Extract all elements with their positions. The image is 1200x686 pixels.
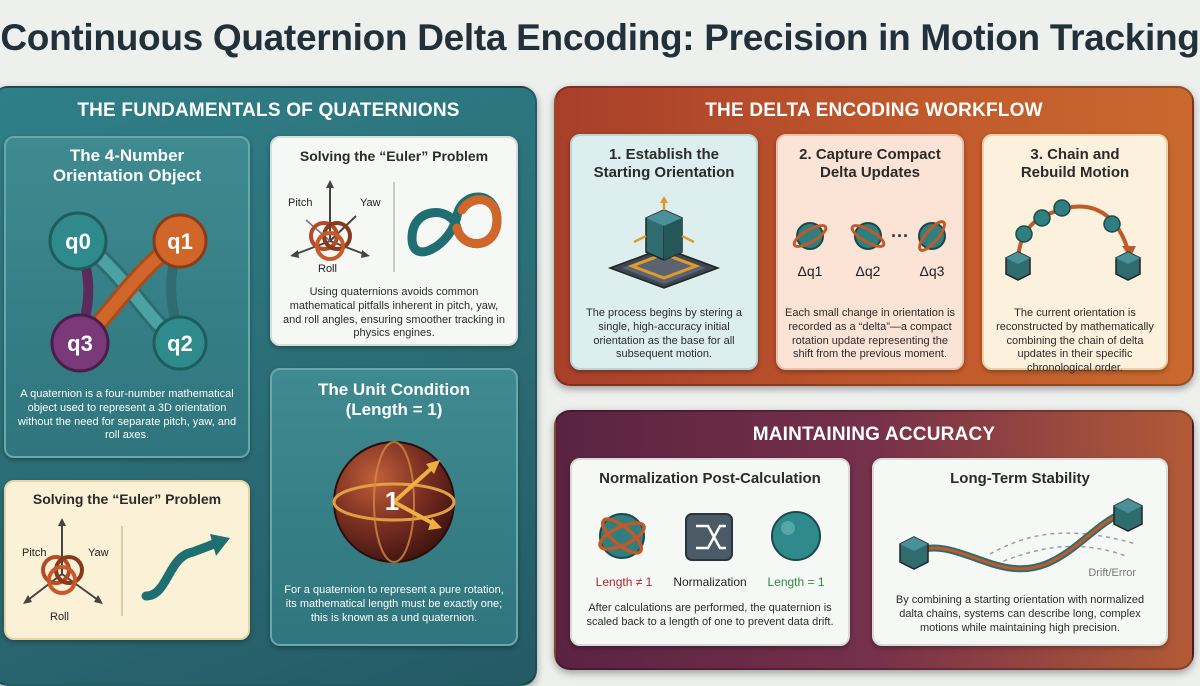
- step-2-title-line2: Delta Updates: [819, 164, 921, 181]
- infinity-loop-icon: [407, 192, 502, 257]
- rpy-axes-icon: Pitch Yaw Roll: [288, 180, 381, 275]
- stability-body: By combining a starting orientation with…: [895, 594, 1145, 634]
- q1-node: [152, 213, 208, 269]
- workflow-heading: THE DELTA ENCODING WORKFLOW: [705, 100, 1043, 121]
- length-one-label: Length = 1: [767, 575, 824, 589]
- stability-diagram: Drift/Error: [899, 498, 1143, 579]
- page-title: Continuous Quaternion Delta Encoding: Pr…: [0, 17, 1200, 58]
- euler-bottom-card: [4, 480, 250, 640]
- four-number-title-line1: The 4-Number: [69, 146, 185, 165]
- normalization-shuffle-icon: [685, 513, 733, 561]
- rpy-axes-icon-bottom: Pitch Yaw Roll: [22, 518, 109, 623]
- normalization-title: Normalization Post-Calculation: [599, 470, 821, 487]
- smooth-curve-arrow-icon: [141, 534, 230, 601]
- q1-label: q1: [167, 229, 193, 254]
- drift-error-label: Drift/Error: [1088, 567, 1136, 579]
- four-number-title-line2: Orientation Object: [52, 166, 202, 186]
- unit-length-label: 1: [385, 486, 399, 516]
- step-1-body: The process begins by stering a single, …: [586, 307, 742, 361]
- step-2-title-line1: 2. Capture Compact: [799, 146, 941, 163]
- pitch-label-bottom: Pitch: [22, 547, 46, 559]
- stability-title: Long-Term Stability: [950, 470, 1090, 487]
- step-3-card: [982, 134, 1168, 370]
- normalization-body: After calculations are performed, the qu…: [586, 602, 834, 628]
- step-1-title-line1: 1. Establish the: [608, 146, 720, 163]
- yaw-label: Yaw: [360, 197, 381, 209]
- step-1-title: 1. Establish the Starting Orientation: [570, 146, 758, 182]
- q2-label: q2: [167, 331, 193, 356]
- delta-q1-label: Δq1: [798, 263, 823, 279]
- normalization-label: Normalization: [673, 575, 746, 589]
- chain-rebuild-diagram: [1005, 199, 1141, 281]
- delta-orb-1-icon: [792, 222, 828, 250]
- delta-orb-3-icon: [918, 220, 946, 252]
- normalization-diagram: Length ≠ 1 Normalization Length = 1: [596, 511, 825, 589]
- length-not-one-label: Length ≠ 1: [596, 575, 653, 589]
- delta-updates-diagram: ··· Δq1 Δq2 Δq3: [792, 220, 946, 279]
- step-3-title-line2: Rebuild Motion: [1020, 164, 1130, 181]
- four-number-title: The 4-Number Orientation Object: [4, 146, 250, 187]
- four-number-body: A quaternion is a four-number mathematic…: [17, 388, 237, 442]
- step-2-title: 2. Capture Compact Delta Updates: [776, 146, 964, 182]
- euler-bottom-diagram: Pitch Yaw Roll: [22, 518, 230, 623]
- step-2-card: [776, 134, 964, 370]
- base-cube-icon: [607, 196, 721, 289]
- step-1-title-line2: Starting Orientation: [593, 164, 735, 181]
- roll-label-bottom: Roll: [50, 611, 69, 623]
- q0-label: q0: [65, 229, 91, 254]
- stability-cube-end-icon: [1113, 498, 1143, 532]
- normalized-orb-icon: [771, 511, 821, 561]
- unit-title-line1: The Unit Condition: [317, 380, 471, 399]
- yaw-label-bottom: Yaw: [88, 547, 109, 559]
- step-3-body: The current orientation is reconstructed…: [996, 307, 1154, 374]
- step-3-title-line1: 3. Chain and: [1030, 146, 1120, 163]
- unnormalized-orb-icon: [598, 513, 646, 559]
- unit-title: The Unit Condition (Length = 1): [270, 380, 518, 421]
- step-3-title: 3. Chain and Rebuild Motion: [982, 146, 1168, 182]
- euler-top-body: Using quaternions avoids common mathemat…: [283, 286, 505, 340]
- step-2-body: Each small change in orientation is reco…: [785, 307, 955, 361]
- delta-ellipsis: ···: [891, 226, 909, 246]
- euler-top-title: Solving the “Euler” Problem: [299, 148, 489, 164]
- pitch-label: Pitch: [288, 197, 312, 209]
- roll-label: Roll: [318, 263, 337, 275]
- stability-cube-start-icon: [899, 536, 929, 570]
- unit-title-line2: (Length = 1): [345, 400, 443, 420]
- q3-node: [50, 313, 110, 373]
- delta-orb-2-icon: [850, 222, 886, 250]
- q0-node: [48, 211, 108, 271]
- q2-node: [152, 315, 208, 371]
- euler-bottom-title: Solving the “Euler” Problem: [32, 491, 222, 507]
- euler-top-diagram: Pitch Yaw Roll: [288, 180, 502, 275]
- unit-body: For a quaternion to represent a pure rot…: [284, 584, 504, 624]
- unit-sphere-icon: 1: [332, 441, 456, 563]
- chain-cube-start-icon: [1005, 251, 1031, 281]
- quaternion-knot-icon: q0 q1 q2 q3: [48, 211, 208, 373]
- q3-label: q3: [67, 331, 93, 356]
- fundamentals-heading: THE FUNDAMENTALS OF QUATERNIONS: [77, 100, 460, 121]
- delta-q3-label: Δq3: [920, 263, 945, 279]
- accuracy-heading: MAINTAINING ACCURACY: [752, 424, 996, 445]
- chain-cube-end-icon: [1115, 251, 1141, 281]
- delta-q2-label: Δq2: [856, 263, 881, 279]
